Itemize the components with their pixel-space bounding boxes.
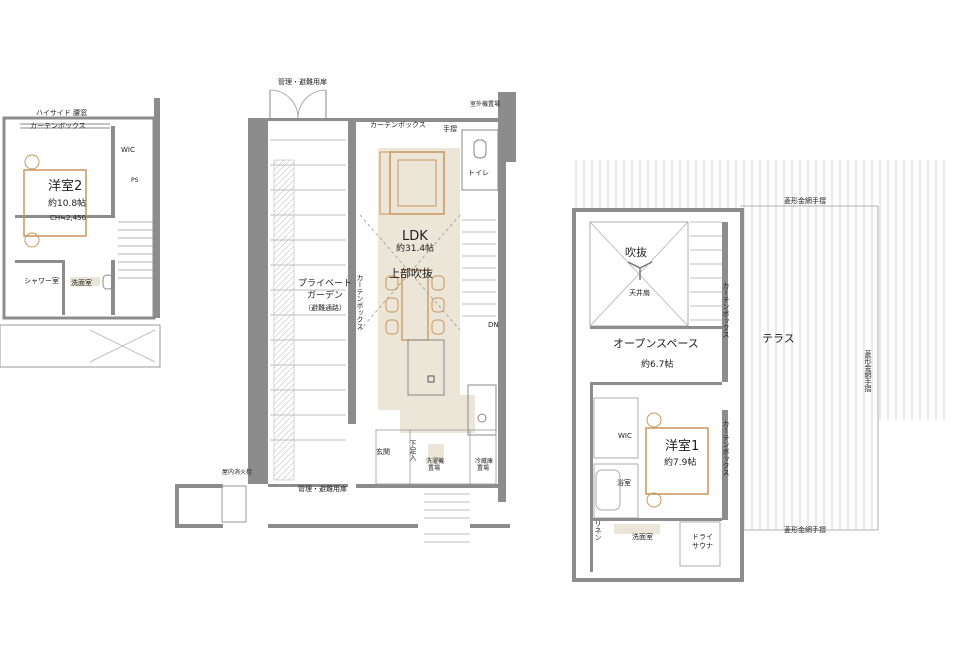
west-curtain-box-label: カーテンボックス — [30, 122, 86, 130]
toilet-label: トイレ — [468, 169, 489, 177]
east-curtain-box-label-b: カーテンボックス — [722, 420, 730, 476]
center-unit — [175, 89, 516, 543]
west-unit — [0, 98, 161, 368]
fridge-space-label-1: 冷蔵庫 — [475, 458, 494, 465]
bathroom-label: 浴室 — [617, 479, 631, 487]
top-access-door-label: 管理・避難用扉 — [278, 78, 327, 86]
terrace-top-rail-label: 菱形金網手摺 — [784, 197, 826, 205]
east-wic-label: WIC — [618, 432, 632, 440]
west-east-wall — [154, 98, 160, 318]
room-2-area: 約10.8帖 — [48, 199, 87, 209]
evacuation-path-note: （避難通路） — [304, 304, 346, 312]
handrail-label: 手摺 — [443, 125, 457, 133]
terrace-side-rail-label: 菱形金網手摺 — [864, 350, 872, 392]
washer-space-label-2: 置場 — [428, 465, 441, 472]
ceiling-fan-label: 天井扇 — [629, 289, 650, 297]
linen-label: リネン — [594, 520, 602, 541]
east-washroom-label: 洗面室 — [632, 533, 653, 541]
terrace-bottom-rail-label: 菱形金網手摺 — [784, 526, 826, 534]
fire-hydrant-label: 屋内消火栓 — [222, 469, 253, 476]
washer-space-label-1: 洗濯機 — [426, 458, 445, 465]
terrace-decking — [575, 160, 945, 530]
bed-room-2 — [23, 169, 87, 237]
east-unit — [572, 160, 945, 582]
outdoor-unit-label: 室外機置場 — [470, 101, 501, 108]
ldk-area: 約31.4帖 — [396, 244, 435, 254]
bottom-access-door-label: 管理・避難用扉 — [298, 485, 347, 493]
center-curtain-box-label: カーテンボックス — [370, 121, 426, 129]
room-1-area: 約7.9帖 — [664, 458, 697, 468]
dry-sauna-label-1: ドライ — [692, 533, 713, 541]
ceiling-fan-icon — [627, 261, 653, 280]
bed-room-1 — [645, 427, 709, 495]
stair-down-label: DN — [488, 321, 499, 329]
room-1-name: 洋室1 — [665, 439, 700, 454]
private-garden-label-1: プライベート — [298, 279, 353, 289]
room-2-name: 洋室2 — [48, 179, 83, 194]
west-washroom-label: 洗面室 — [71, 279, 92, 287]
entrance-label: 玄関 — [376, 448, 390, 456]
open-space-area: 約6.7帖 — [641, 360, 674, 370]
void-above-label: 上部吹抜 — [389, 267, 433, 280]
shoe-storage-label: 下足入 — [409, 440, 417, 461]
west-ps-label: PS — [131, 177, 139, 184]
ldk-label: LDK — [402, 229, 428, 244]
east-void-label: 吹抜 — [625, 246, 647, 259]
west-highside-window-label: ハイサイド 腰窓 — [36, 109, 88, 117]
terrace-label: テラス — [762, 332, 795, 345]
center-curtain-box-vertical-label: カーテンボックス — [356, 274, 364, 330]
private-garden-label-2: ガーデン — [307, 291, 344, 301]
dry-sauna-label-2: サウナ — [692, 542, 713, 550]
fridge-space-label-2: 置場 — [477, 465, 490, 472]
shower-room-label: シャワー室 — [24, 277, 59, 285]
open-space-label: オープンスペース — [613, 337, 699, 350]
east-curtain-box-label-a: カーテンボックス — [722, 282, 730, 338]
ldk-floor-area — [378, 148, 460, 410]
room-2-ceiling-height: CH≒2,450 — [50, 214, 87, 222]
west-wic-label: WIC — [121, 146, 135, 154]
